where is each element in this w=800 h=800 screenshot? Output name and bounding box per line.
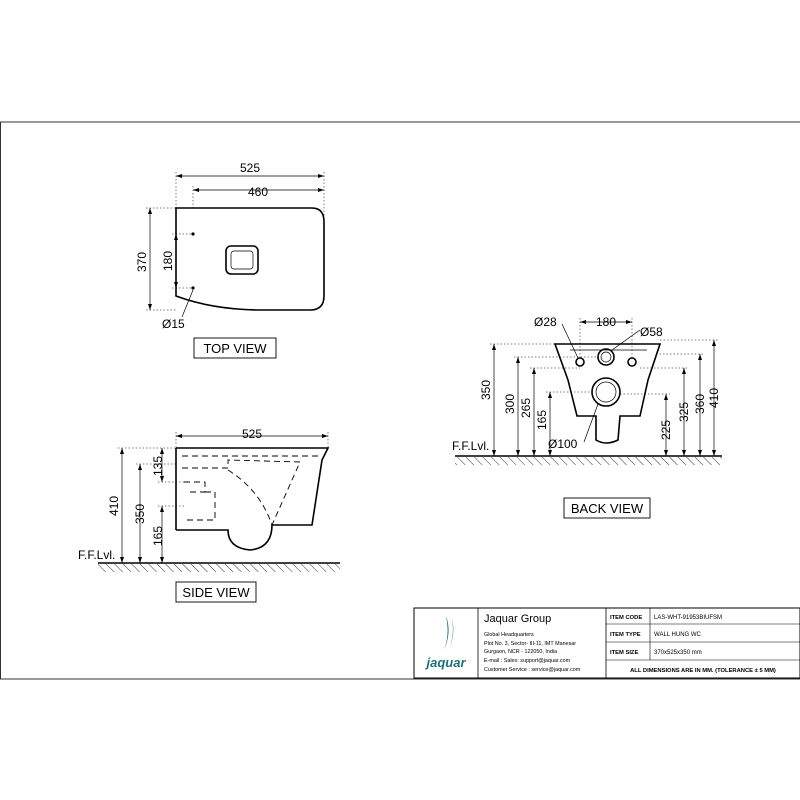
side-dim-inlet-height: 135: [151, 456, 165, 476]
back-view-floor-hatch: [455, 457, 722, 465]
back-view-floor-label: F.F.Lvl.: [452, 439, 489, 453]
top-dim-seat-length: 460: [248, 185, 268, 199]
back-dim-h300: 300: [503, 394, 517, 414]
back-dim-inlet-diameter: Ø58: [640, 325, 663, 339]
back-dim-bolt-hole-diameter: Ø28: [534, 315, 557, 329]
address-line-4: E-mail : Sales: support@jaquar.com: [484, 658, 571, 664]
address-line-2: Plot No. 3, Sector- III-11, IMT Manesar: [484, 641, 576, 647]
top-dim-width: 370: [135, 252, 149, 272]
back-view-bolt-hole-left: [575, 357, 585, 367]
side-view-label-box: [175, 581, 257, 603]
back-dim-outlet-diameter: Ø100: [548, 437, 578, 451]
side-view-floor-hatch: [98, 564, 340, 572]
drawing-frame: [0, 121, 800, 680]
back-dim-h325: 325: [677, 402, 691, 422]
back-dim-h165: 165: [535, 410, 549, 430]
back-dim-bolt-spacing: 180: [596, 315, 616, 329]
side-dim-outlet-height: 165: [151, 526, 165, 546]
top-view: 525 460 370 180 Ø15 TOP VIEW: [135, 161, 325, 359]
top-view-fixing-hole-lower: [191, 286, 195, 290]
back-view-label-box: [563, 497, 651, 519]
back-dim-h225: 225: [659, 420, 673, 440]
top-dim-hole-spacing: 180: [161, 251, 175, 271]
back-dim-h410: 410: [707, 388, 721, 408]
address-line-1: Global Headquarters: [484, 632, 534, 638]
back-view-body-outline: [553, 343, 662, 444]
back-view: F.F.Lvl. 180 Ø28 Ø58 Ø100 350 300: [452, 315, 722, 519]
back-view-label: BACK VIEW: [571, 501, 644, 516]
back-view-bolt-hole-right: [627, 357, 637, 367]
item-size-value: 370x525x350 mm: [654, 650, 702, 656]
back-dim-h350: 350: [479, 380, 493, 400]
side-dim-height-rim: 350: [133, 504, 147, 524]
back-dim-h360: 360: [693, 394, 707, 414]
top-dim-overall-length: 525: [240, 161, 260, 175]
jaquar-logo: jaquar: [424, 616, 466, 670]
side-view-label: SIDE VIEW: [182, 585, 250, 600]
company-name: Jaquar Group: [484, 613, 551, 625]
dimension-note: ALL DIMENSIONS ARE IN MM. (TOLERANCE ± 5…: [630, 668, 776, 674]
side-view-floor-label: F.F.Lvl.: [78, 548, 115, 562]
item-type-value: WALL HUNG WC: [654, 632, 702, 638]
item-code-label: ITEM CODE: [610, 615, 642, 621]
title-block: jaquar Jaquar Group Global Headquarters …: [413, 607, 800, 679]
top-view-label-box: [193, 337, 277, 359]
top-view-fixing-hole-upper: [191, 232, 195, 236]
top-view-seat-opening: [225, 245, 259, 275]
top-dim-hole-diameter: Ø15: [162, 317, 185, 331]
address-line-5: Customer Service : service@jaquar.com: [484, 667, 581, 673]
side-dim-length: 525: [242, 427, 262, 441]
top-view-outline: [175, 207, 325, 311]
logo-text: jaquar: [424, 655, 466, 670]
address-line-3: Gurgaon, NCR - 122050, India: [484, 649, 557, 655]
item-size-label: ITEM SIZE: [610, 650, 638, 656]
side-dim-height-top: 410: [107, 496, 121, 516]
side-view-body-outline: [176, 447, 330, 551]
back-view-inlet: [597, 348, 615, 366]
back-dim-h265: 265: [519, 398, 533, 418]
item-type-label: ITEM TYPE: [610, 632, 641, 638]
top-view-seat-opening-inner: [230, 250, 254, 270]
side-view: F.F.Lvl. 525 410 350 135: [78, 427, 340, 603]
top-view-label: TOP VIEW: [203, 341, 267, 356]
item-code-value: LAS-WHT-91953BIUFSM: [654, 615, 722, 621]
